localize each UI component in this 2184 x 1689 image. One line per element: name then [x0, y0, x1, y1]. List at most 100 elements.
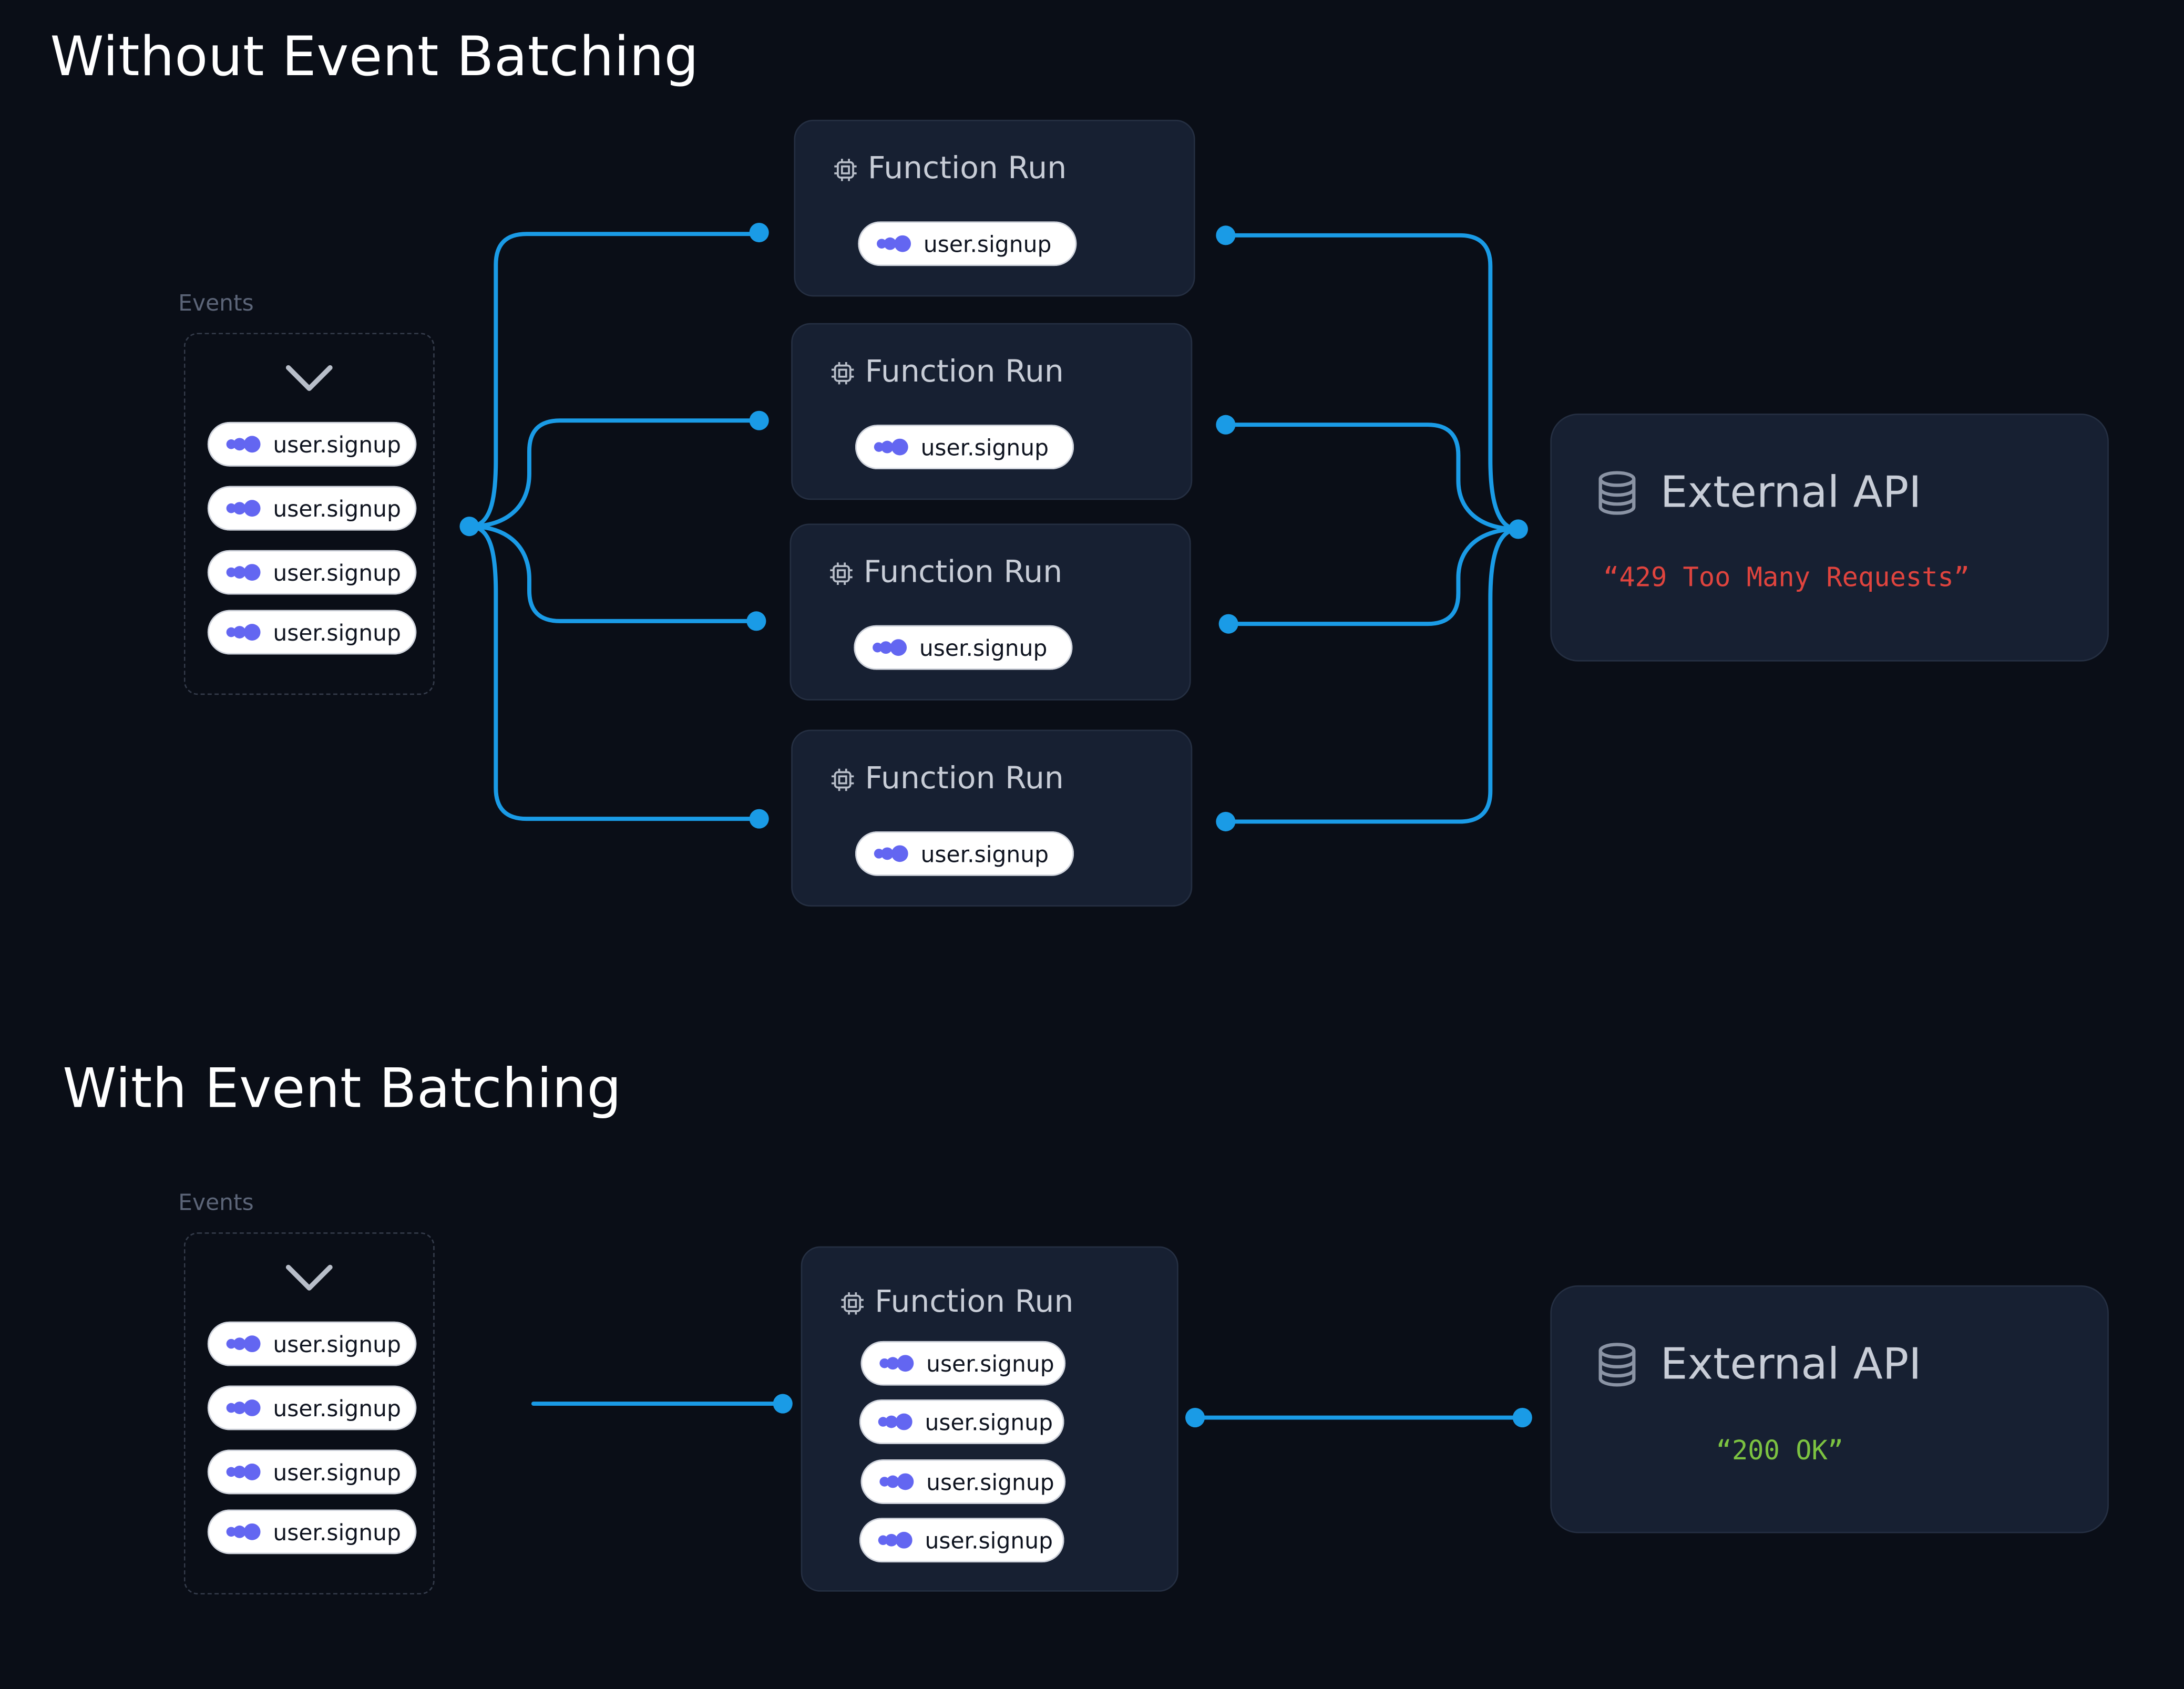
connector-hub-run-3 [467, 524, 758, 623]
event-pill: user.signup [854, 625, 1073, 670]
event-name: user.signup [920, 434, 1049, 460]
event-pill: user.signup [207, 610, 417, 655]
function-run-card[interactable]: Function Run user.signup [789, 523, 1191, 701]
batched-function-run-card[interactable]: Function Run user.signup user.signup use… [801, 1246, 1178, 1592]
database-icon [1598, 1343, 1636, 1387]
connector-dot [1508, 519, 1528, 539]
connector-run-4-api [1223, 527, 1521, 824]
connector-dot [746, 611, 766, 631]
function-run-label: Function Run [875, 1285, 1074, 1321]
connector-run-2-api [1223, 423, 1521, 531]
connector-dot [459, 517, 479, 537]
chevron-down-icon[interactable] [284, 1260, 334, 1296]
event-name: user.signup [273, 1518, 401, 1546]
event-stream-icon [226, 1335, 261, 1353]
event-name: user.signup [273, 619, 401, 646]
event-pill: user.signup [207, 421, 417, 467]
event-pill: user.signup [207, 1385, 417, 1430]
event-stream-icon [226, 1464, 261, 1480]
connector-run-1-api [1223, 233, 1521, 531]
event-pill: user.signup [860, 1341, 1066, 1386]
function-run-title: Function Run [833, 152, 1067, 187]
function-run-title: Function Run [829, 555, 1063, 591]
event-stream-icon [878, 1413, 912, 1430]
chip-icon [834, 158, 857, 181]
external-api-label: External API [1660, 1340, 1922, 1390]
event-name: user.signup [273, 431, 401, 458]
event-pill: user.signup [207, 486, 417, 531]
connector-dot [1512, 1408, 1532, 1428]
api-status-success: “200 OK” [1716, 1436, 1844, 1467]
event-stream-icon [226, 624, 261, 641]
event-stream-icon [879, 1355, 914, 1372]
event-pill: user.signup [859, 1399, 1064, 1444]
event-stream-icon [874, 438, 908, 456]
external-api-card[interactable]: External API “429 Too Many Requests” [1550, 414, 2109, 662]
event-name: user.signup [273, 1458, 401, 1486]
event-pill: user.signup [855, 831, 1074, 876]
chip-icon [830, 562, 853, 584]
event-name: user.signup [273, 1394, 401, 1422]
event-stream-icon [226, 1399, 261, 1416]
connector-dot [749, 410, 769, 430]
section-title-without: Without Event Batching [50, 26, 699, 89]
function-run-card[interactable]: Function Run user.signup [791, 323, 1193, 500]
events-label: Events [178, 1189, 254, 1216]
connector-dot [773, 1394, 793, 1414]
event-stream-icon [226, 500, 261, 517]
event-stream-icon [877, 235, 911, 252]
event-stream-icon [873, 639, 907, 656]
event-stream-icon [879, 1473, 914, 1490]
event-pill: user.signup [207, 1509, 417, 1554]
event-pill: user.signup [859, 1518, 1064, 1563]
event-pill: user.signup [207, 1449, 417, 1495]
function-run-label: Function Run [867, 151, 1067, 187]
event-stream-icon [226, 1523, 261, 1540]
connector-hub-run-1 [467, 232, 762, 529]
connector-dot [1216, 225, 1236, 245]
chip-icon [831, 361, 854, 384]
connector-dot [749, 222, 769, 243]
event-name: user.signup [273, 1330, 401, 1357]
event-name: user.signup [926, 1350, 1054, 1377]
connector-dot [1185, 1408, 1205, 1428]
event-stream-icon [874, 845, 908, 862]
event-name: user.signup [273, 495, 401, 522]
event-name: user.signup [923, 230, 1052, 257]
chip-icon [831, 768, 854, 790]
database-icon [1598, 471, 1636, 515]
event-pill: user.signup [858, 221, 1077, 266]
api-status-error: “429 Too Many Requests” [1603, 562, 1970, 593]
function-run-card[interactable]: Function Run user.signup [794, 119, 1195, 297]
external-api-card[interactable]: External API “200 OK” [1550, 1285, 2109, 1533]
chip-icon [841, 1291, 864, 1314]
event-pill: user.signup [207, 1321, 417, 1366]
event-pill: user.signup [855, 425, 1074, 470]
event-pill: user.signup [860, 1459, 1066, 1504]
event-stream-icon [878, 1531, 912, 1549]
function-run-label: Function Run [865, 761, 1064, 797]
connector-hub-run-4 [467, 524, 762, 821]
event-name: user.signup [925, 1408, 1053, 1435]
function-run-title: Function Run [840, 1285, 1074, 1321]
connector-dot [749, 809, 769, 829]
event-pill: user.signup [207, 550, 417, 595]
connector-dot [1218, 614, 1238, 634]
function-run-card[interactable]: Function Run user.signup [791, 729, 1193, 907]
events-panel: user.signup user.signup user.signup user… [183, 1232, 435, 1595]
function-run-label: Function Run [863, 555, 1063, 591]
section-title-with: With Event Batching [63, 1058, 622, 1121]
event-name: user.signup [920, 840, 1049, 867]
chevron-down-icon[interactable] [284, 361, 334, 397]
function-run-label: Function Run [865, 355, 1064, 390]
connector-run-3-api [1226, 527, 1521, 626]
events-label: Events [178, 290, 254, 316]
connector-dot [1216, 415, 1236, 435]
external-api-title: External API [1596, 1340, 1922, 1390]
connector-dot [1216, 811, 1236, 831]
function-run-title: Function Run [830, 761, 1064, 797]
event-stream-icon [226, 564, 261, 581]
events-panel: user.signup user.signup user.signup user… [183, 333, 435, 695]
external-api-title: External API [1596, 468, 1922, 518]
